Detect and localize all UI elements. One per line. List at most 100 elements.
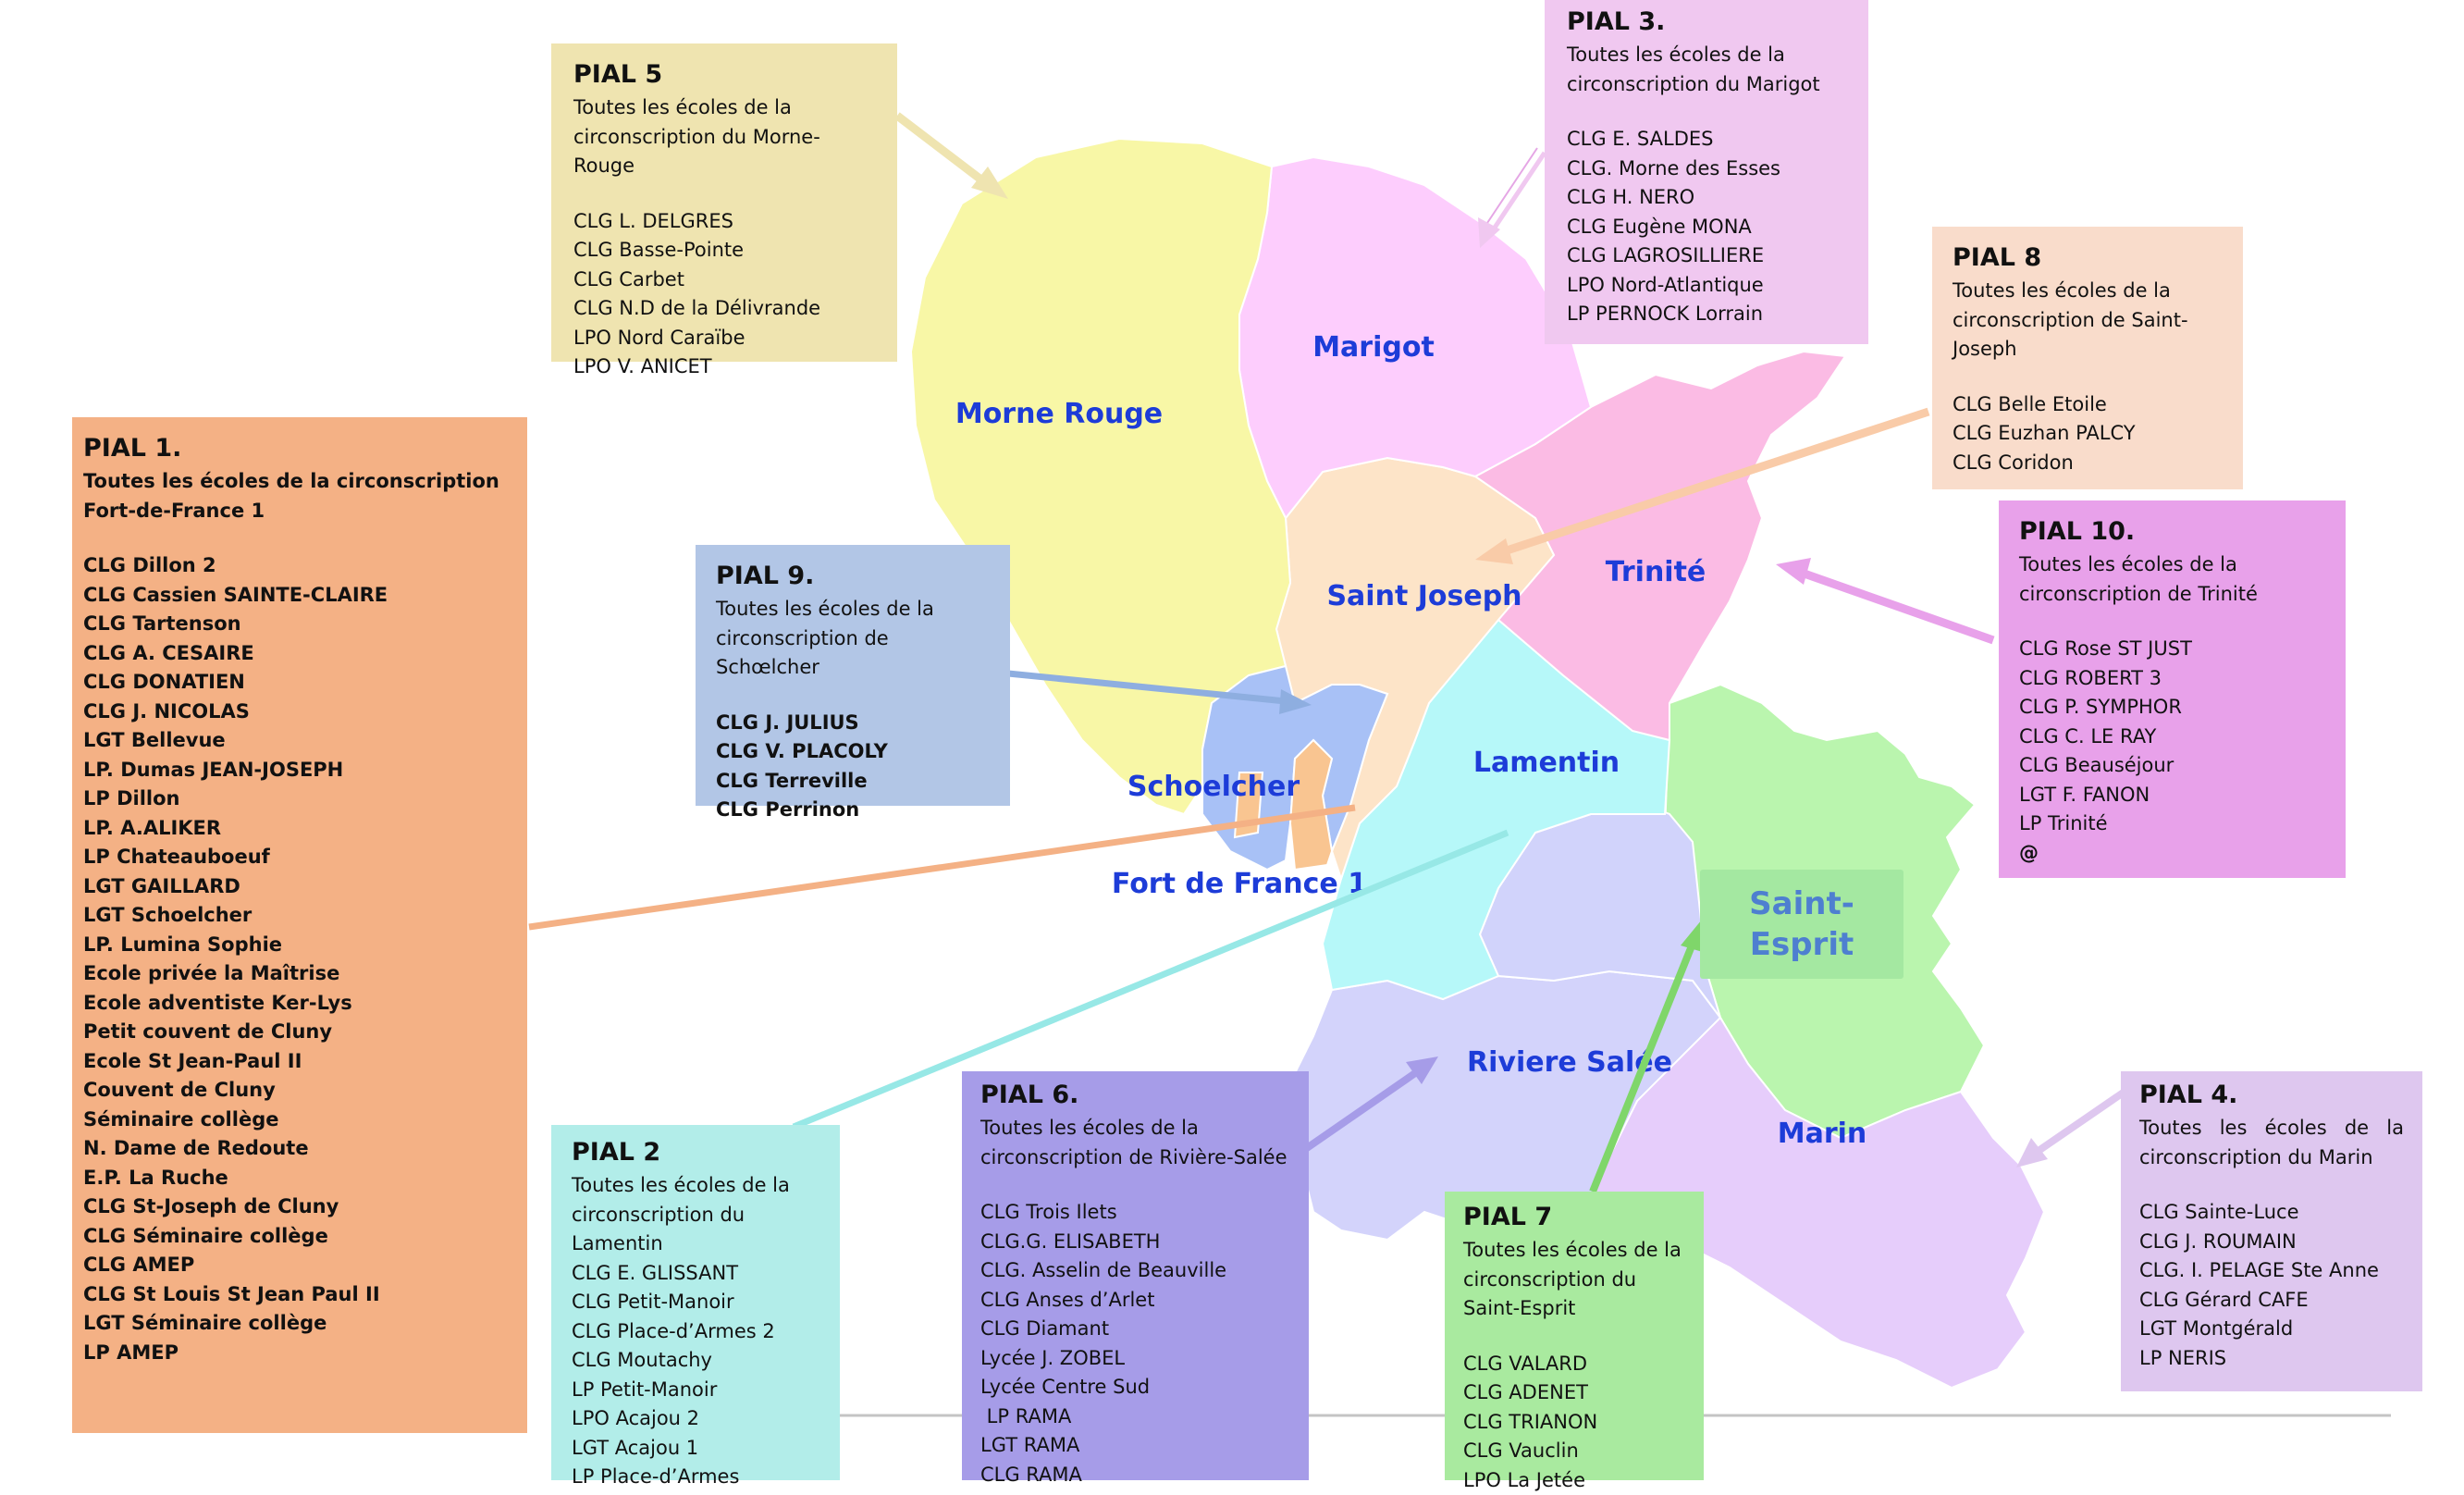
pial5-box: PIAL 5 Toutes les écoles de la circonscr…: [551, 43, 897, 362]
pial1-title: PIAL 1.: [83, 430, 511, 467]
list-item: Petit couvent de Cluny: [83, 1018, 511, 1047]
list-item: CLG VALARD: [1463, 1350, 1687, 1379]
list-item: CLG Sainte-Luce: [2139, 1198, 2404, 1228]
pial6-title: PIAL 6.: [980, 1077, 1292, 1114]
pial6-desc: Toutes les écoles de la circonscription …: [980, 1114, 1292, 1172]
saint-esprit-label-line2: Esprit: [1749, 924, 1854, 965]
list-item: LP Chateauboeuf: [83, 843, 511, 872]
pial9-desc: Toutes les écoles de la circonscription …: [716, 595, 993, 683]
pial8-list: CLG Belle Etoile CLG Euzhan PALCY CLG Co…: [1953, 390, 2226, 478]
region-label-schoelcher: Schoelcher: [1127, 771, 1300, 803]
pial4-box: PIAL 4. Toutes les écoles de la circonsc…: [2121, 1071, 2422, 1391]
list-item: LP Place-d’Armes: [572, 1463, 823, 1492]
list-item: Séminaire collège: [83, 1106, 511, 1135]
pial3-title: PIAL 3.: [1567, 4, 1852, 41]
list-item: CLG Cassien SAINTE-CLAIRE: [83, 581, 511, 611]
list-item: LGT RAMA: [980, 1431, 1292, 1461]
arrow-pial3-b: [1482, 148, 1537, 231]
list-item: CLG J. JULIUS: [716, 709, 993, 738]
pial8-title: PIAL 8: [1953, 240, 2226, 277]
arrow-pial10: [1799, 572, 1993, 640]
list-item: LPO Acajou 2: [572, 1404, 823, 1434]
list-item: LP Trinité: [2019, 809, 2329, 839]
list-item: CLG N.D de la Délivrande: [573, 294, 881, 324]
list-item: LGT GAILLARD: [83, 872, 511, 902]
list-item: LP PERNOCK Lorrain: [1567, 300, 1852, 329]
list-item: LPO La Jetée: [1463, 1466, 1687, 1495]
list-item: Lycée Centre Sud: [980, 1373, 1292, 1402]
list-item: CLG DONATIEN: [83, 668, 511, 698]
arrow-pial4-head: [2016, 1138, 2048, 1168]
list-item: N. Dame de Redoute: [83, 1134, 511, 1164]
list-item: E.P. La Ruche: [83, 1164, 511, 1193]
list-item: LGT Montgérald: [2139, 1315, 2404, 1344]
pial8-box: PIAL 8 Toutes les écoles de la circonscr…: [1932, 227, 2243, 489]
list-item: LP. Lumina Sophie: [83, 931, 511, 960]
list-item: CLG Perrinon: [716, 796, 993, 825]
pial10-title: PIAL 10.: [2019, 513, 2329, 550]
list-item: LPO Nord-Atlantique: [1567, 271, 1852, 301]
pial10-desc: Toutes les écoles de la circonscription …: [2019, 550, 2329, 609]
list-item: CLG Gérard CAFE: [2139, 1286, 2404, 1316]
pial5-desc: Toutes les écoles de la circonscription …: [573, 93, 881, 181]
pial5-list: CLG L. DELGRES CLG Basse-Pointe CLG Carb…: [573, 207, 881, 382]
list-item: LGT Séminaire collège: [83, 1309, 511, 1339]
pial10-box: PIAL 10. Toutes les écoles de la circons…: [1999, 500, 2346, 878]
region-label-marigot: Marigot: [1312, 331, 1435, 364]
pial6-list: CLG Trois Ilets CLG.G. ELISABETH CLG. As…: [980, 1198, 1292, 1489]
list-item: CLG E. GLISSANT: [572, 1259, 823, 1289]
list-item: LP RAMA: [980, 1402, 1292, 1432]
list-item: LP NERIS: [2139, 1344, 2404, 1374]
list-item: LGT F. FANON: [2019, 781, 2329, 810]
pial2-desc: Toutes les écoles de la circonscription …: [572, 1171, 823, 1259]
list-item: LP AMEP: [83, 1339, 511, 1368]
list-item: CLG Trois Ilets: [980, 1198, 1292, 1228]
list-item: LPO V. ANICET: [573, 352, 881, 382]
region-label-saint-joseph: Saint Joseph: [1326, 580, 1522, 612]
list-item: CLG Moutachy: [572, 1346, 823, 1376]
list-item: CLG Euzhan PALCY: [1953, 419, 2226, 449]
list-item: CLG Place-d’Armes 2: [572, 1317, 823, 1347]
list-item: CLG LAGROSILLIERE: [1567, 241, 1852, 271]
pial6-box: PIAL 6. Toutes les écoles de la circonsc…: [962, 1071, 1309, 1480]
list-item: CLG H. NERO: [1567, 183, 1852, 213]
list-item: LGT Schoelcher: [83, 901, 511, 931]
list-item: CLG J. ROUMAIN: [2139, 1228, 2404, 1257]
pial2-box: PIAL 2 Toutes les écoles de la circonscr…: [551, 1125, 840, 1480]
region-label-saint-esprit: Saint- Esprit: [1700, 870, 1903, 979]
list-item: CLG AMEP: [83, 1251, 511, 1280]
list-item: CLG Petit-Manoir: [572, 1288, 823, 1317]
list-item: CLG St-Joseph de Cluny: [83, 1192, 511, 1222]
pial7-list: CLG VALARD CLG ADENET CLG TRIANON CLG Va…: [1463, 1350, 1687, 1495]
list-item: CLG Dillon 2: [83, 551, 511, 581]
list-item: CLG Tartenson: [83, 610, 511, 639]
list-item: CLG A. CESAIRE: [83, 639, 511, 669]
list-item: CLG St Louis St Jean Paul II: [83, 1280, 511, 1310]
pial3-desc: Toutes les écoles de la circonscription …: [1567, 41, 1852, 99]
pial9-box: PIAL 9. Toutes les écoles de la circonsc…: [696, 545, 1010, 806]
arrow-pial4: [2033, 1092, 2125, 1155]
list-item: LPO Nord Caraïbe: [573, 324, 881, 353]
region-label-marin: Marin: [1778, 1118, 1867, 1150]
pial8-desc: Toutes les écoles de la circonscription …: [1953, 277, 2226, 364]
list-item: LP Petit-Manoir: [572, 1376, 823, 1405]
pial4-desc: Toutes les écoles de la circonscription …: [2139, 1114, 2404, 1172]
list-item: Ecole adventiste Ker-Lys: [83, 989, 511, 1019]
pial3-list: CLG E. SALDES CLG. Morne des Esses CLG H…: [1567, 125, 1852, 329]
list-item: CLG Diamant: [980, 1315, 1292, 1344]
pial1-desc: Toutes les écoles de la circonscription …: [83, 467, 511, 525]
list-item: CLG ROBERT 3: [2019, 664, 2329, 694]
list-item: CLG Vauclin: [1463, 1437, 1687, 1466]
list-item: CLG L. DELGRES: [573, 207, 881, 237]
list-item: CLG E. SALDES: [1567, 125, 1852, 154]
arrow-pial3: [1489, 153, 1545, 236]
list-item: LP. A.ALIKER: [83, 814, 511, 844]
list-item: CLG Terreville: [716, 767, 993, 797]
list-item: CLG Séminaire collège: [83, 1222, 511, 1252]
list-item: CLG J. NICOLAS: [83, 698, 511, 727]
list-item: CLG Coridon: [1953, 449, 2226, 478]
list-item: @: [2019, 839, 2329, 869]
pial2-list: CLG E. GLISSANT CLG Petit-Manoir CLG Pla…: [572, 1259, 823, 1492]
list-item: CLG Belle Etoile: [1953, 390, 2226, 420]
pial5-title: PIAL 5: [573, 56, 881, 93]
